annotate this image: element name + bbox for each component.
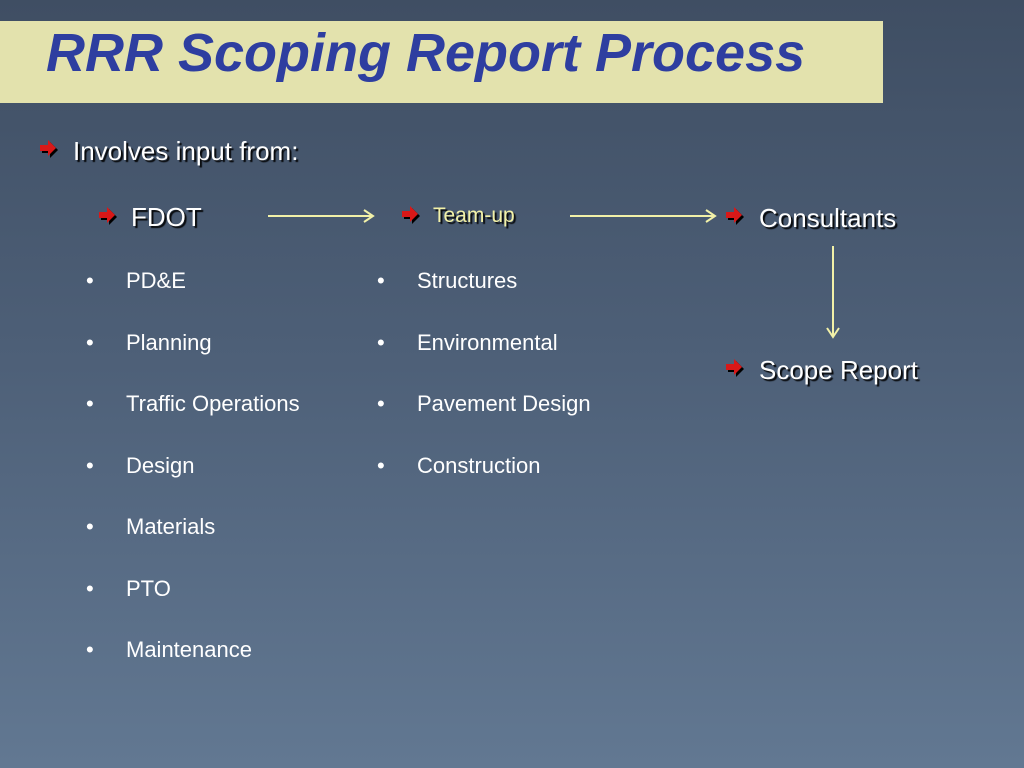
red-arrow-bullet-icon [726, 207, 744, 225]
fdot-list: •PD&E •Planning •Traffic Operations •Des… [86, 270, 300, 701]
down-arrow-icon [826, 246, 840, 339]
list-item: •Construction [377, 452, 541, 478]
list-item: •Structures [377, 268, 518, 293]
right-arrow-icon [268, 209, 375, 223]
red-arrow-bullet-icon [402, 206, 420, 224]
list-item: •Planning [86, 329, 212, 355]
list-item: •Maintenance [86, 637, 252, 662]
teamup-heading: Team-up [433, 204, 515, 227]
red-arrow-bullet-icon [40, 140, 58, 158]
teamup-list: •Structures •Environmental •Pavement Des… [377, 270, 591, 516]
red-arrow-bullet-icon [726, 359, 744, 377]
right-arrow-icon [570, 209, 717, 223]
scope-report-heading: Scope Report [759, 355, 918, 385]
slide-title: RRR Scoping Report Process [46, 23, 806, 83]
fdot-heading: FDOT [131, 202, 202, 232]
list-item: •Design [86, 452, 195, 478]
list-item: •Environmental [377, 329, 558, 355]
consultants-heading: Consultants [759, 203, 897, 233]
list-item: •Pavement Design [377, 391, 591, 416]
title-banner [0, 21, 883, 103]
list-item: •PTO [86, 575, 171, 601]
intro-text: Involves input from: [73, 136, 299, 166]
list-item: •Materials [86, 514, 216, 539]
red-arrow-bullet-icon [99, 207, 117, 225]
list-item: •PD&E [86, 268, 186, 293]
list-item: •Traffic Operations [86, 391, 300, 416]
